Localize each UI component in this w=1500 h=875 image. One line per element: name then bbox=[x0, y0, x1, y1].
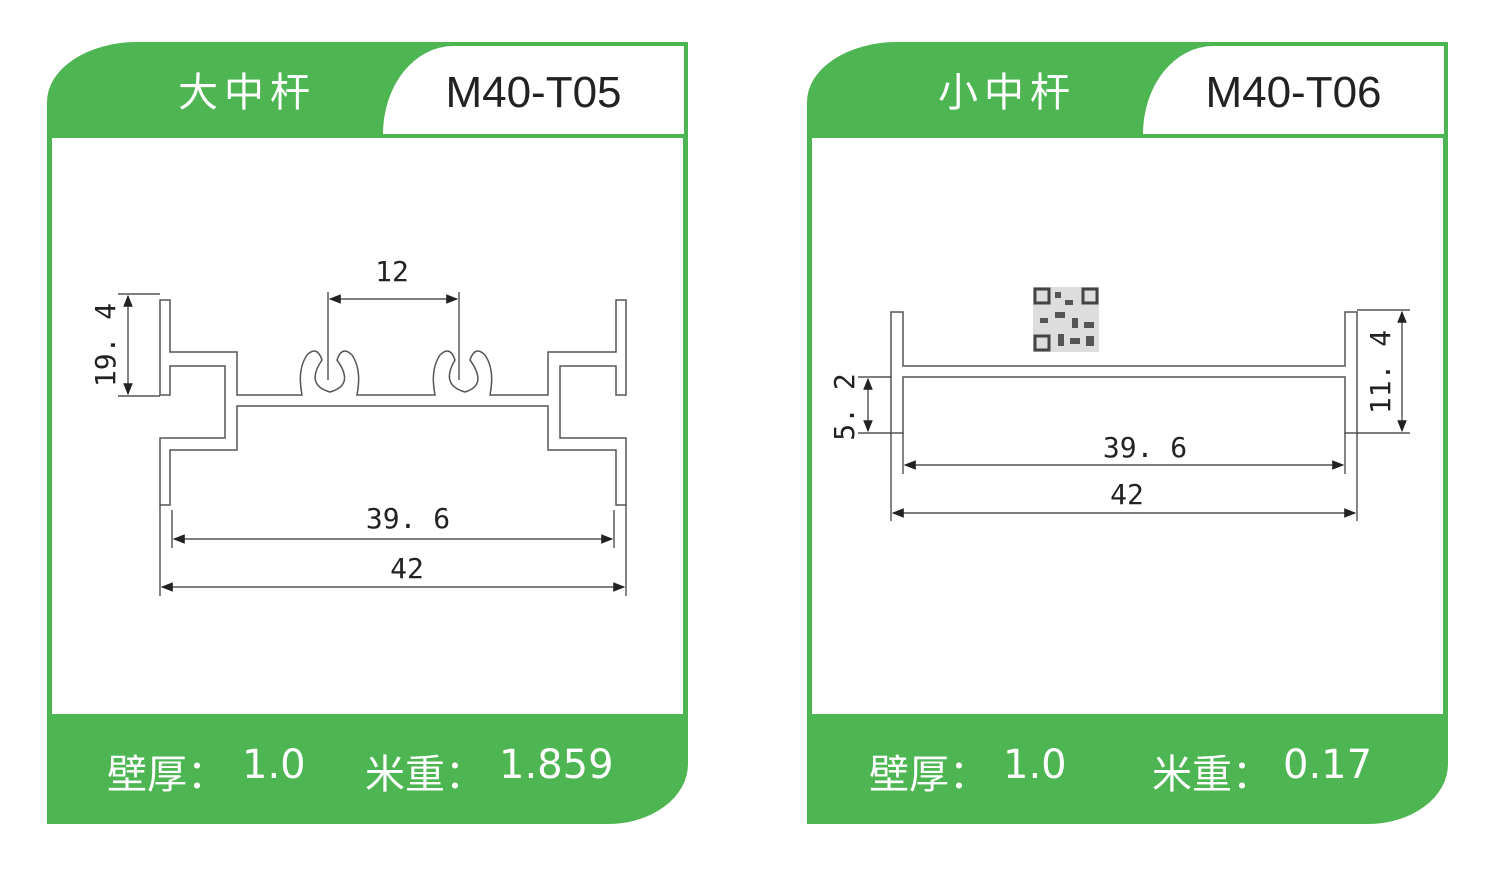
wall-value: 1.0 bbox=[242, 742, 306, 788]
dimension-lines bbox=[118, 292, 627, 596]
dim-right-height: 11. 4 bbox=[1364, 330, 1397, 414]
code-tab: M40-T05 bbox=[383, 46, 684, 134]
wall-label: 壁厚： bbox=[869, 752, 989, 798]
dimension-lines bbox=[858, 309, 1410, 521]
product-code: M40-T06 bbox=[1205, 68, 1382, 117]
wall-value: 1.0 bbox=[1003, 742, 1067, 788]
dim-height: 19. 4 bbox=[89, 303, 122, 387]
product-code: M40-T05 bbox=[445, 68, 622, 117]
product-card-m40-t06: M40-T06 小中杆 5. 2 11. 4 39. 6 42 bbox=[807, 42, 1448, 824]
product-name: 大中杆 bbox=[178, 70, 316, 116]
dim-left-height: 5. 2 bbox=[828, 373, 861, 440]
product-card-m40-t05: M40-T05 大中杆 19. 4 12 39. 6 42 壁厚： 1.0 米重… bbox=[47, 42, 688, 824]
weight-label: 米重： bbox=[365, 752, 485, 798]
dim-outer: 42 bbox=[1110, 478, 1144, 511]
dim-slot: 12 bbox=[375, 255, 409, 288]
profile-drawing: 19. 4 12 39. 6 42 bbox=[89, 255, 627, 596]
weight-label: 米重： bbox=[1152, 752, 1272, 798]
spec-footer: 壁厚： 1.0 米重： 1.859 bbox=[47, 742, 688, 802]
spec-footer: 壁厚： 1.0 米重： 0.17 bbox=[807, 742, 1448, 802]
weight-value: 1.859 bbox=[499, 742, 614, 788]
product-name: 小中杆 bbox=[938, 70, 1076, 116]
profile-outline bbox=[890, 311, 1358, 434]
qr-code-icon bbox=[1033, 287, 1099, 352]
wall-label: 壁厚： bbox=[107, 752, 227, 798]
dim-inner: 39. 6 bbox=[366, 502, 450, 535]
profile-outline bbox=[159, 299, 627, 506]
dim-outer: 42 bbox=[390, 552, 424, 585]
drawing-area bbox=[812, 138, 1443, 714]
weight-value: 0.17 bbox=[1283, 742, 1373, 788]
code-tab: M40-T06 bbox=[1143, 46, 1444, 134]
dim-inner: 39. 6 bbox=[1103, 431, 1187, 464]
drawing-area bbox=[52, 138, 683, 714]
profile-drawing: 5. 2 11. 4 39. 6 42 bbox=[828, 287, 1410, 521]
